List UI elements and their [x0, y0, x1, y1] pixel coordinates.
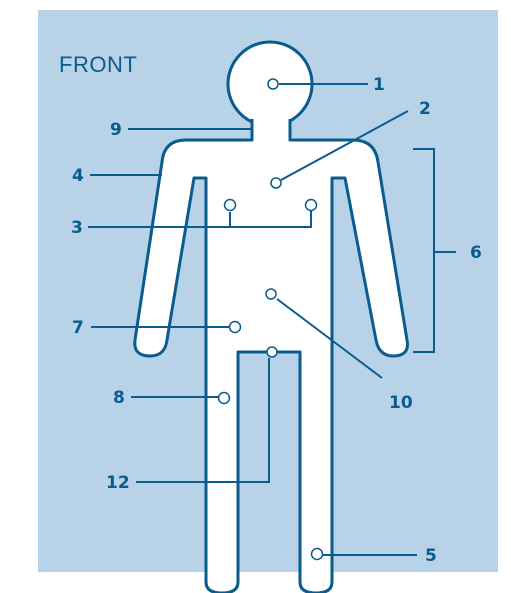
label-3: 3 — [71, 218, 83, 238]
label-1: 1 — [373, 75, 385, 95]
label-7: 7 — [72, 318, 84, 338]
diagram-title: FRONT — [59, 52, 137, 77]
label-12: 12 — [106, 473, 130, 493]
label-6: 6 — [470, 243, 482, 263]
marker-3-left — [225, 200, 236, 211]
label-9: 9 — [110, 120, 122, 140]
label-8: 8 — [113, 388, 125, 408]
label-5: 5 — [425, 546, 437, 566]
marker-3-right — [306, 200, 317, 211]
marker-5 — [312, 549, 323, 560]
marker-10 — [266, 289, 276, 299]
label-4: 4 — [72, 166, 84, 186]
marker-8 — [219, 393, 230, 404]
marker-12 — [267, 347, 277, 357]
marker-7 — [230, 322, 241, 333]
marker-1 — [268, 79, 278, 89]
marker-2 — [271, 178, 281, 188]
label-10: 10 — [389, 393, 413, 413]
label-2: 2 — [419, 99, 431, 119]
neck — [254, 112, 289, 142]
